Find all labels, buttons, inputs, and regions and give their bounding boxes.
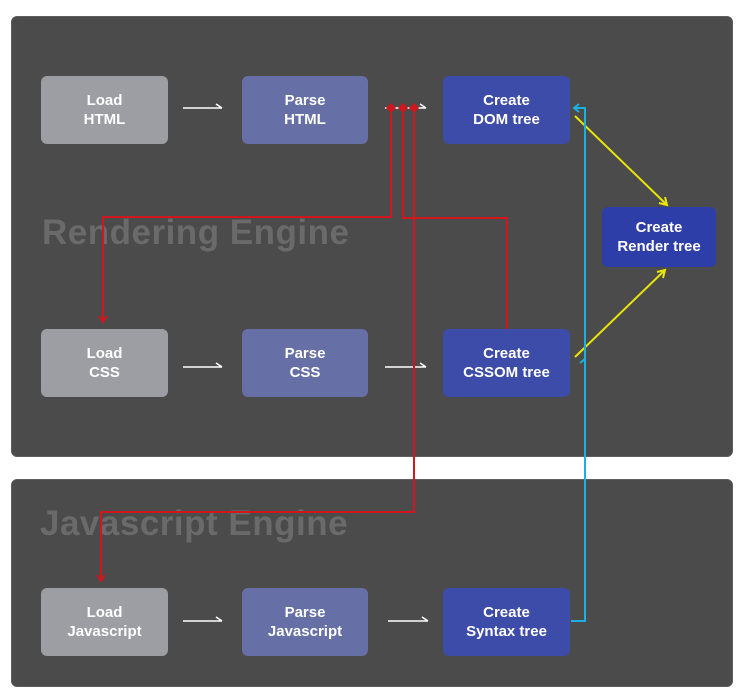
flow-arrow-parse-to-syntax [388,616,429,622]
cssom-to-render-arrow [574,268,667,358]
flow-arrow-load-to-parse-js [183,616,223,622]
create-dom-line1: Create [483,92,530,109]
parse-html-line1: Parse [284,92,326,109]
load-css-line2: CSS [89,364,120,381]
create-cssom-line2: CSSOM tree [463,364,550,381]
load-js-line2: Javascript [67,623,142,640]
parse-css-line1: Parse [284,345,326,362]
syntax-to-cssom-tick [579,358,586,364]
load-html-line1: Load [86,92,123,109]
parse-css-line2: CSS [289,364,321,381]
load-css-line1: Load [86,345,123,362]
syntax-to-dom-arrow [571,103,586,622]
flow-arrow-parse-to-cssom [385,362,427,368]
create-dom-line2: DOM tree [473,111,540,128]
load-html-line2: HTML [83,111,126,128]
flow-arrow-load-to-parse-html [183,103,223,109]
dom-to-render-arrow [574,115,669,207]
fetch-arrow-to-load-js [96,113,415,583]
create-render-line1: Create [635,219,683,236]
create-syntax-line2: Syntax tree [466,623,547,640]
flow-arrow-load-to-parse-css [183,362,223,368]
fetch-arrow-to-load-css [98,113,392,324]
create-cssom-line1: Create [483,345,530,362]
create-render-line2: Render tree [617,238,701,255]
parse-js-line1: Parse [284,604,326,621]
create-syntax-line1: Create [483,604,530,621]
load-js-line1: Load [86,604,123,621]
parse-html-line2: HTML [284,111,326,128]
fetch-arrowhead-3 [409,103,419,113]
fetch-arrow-from-cssom [402,113,508,329]
fetch-arrowhead-1 [386,103,396,113]
parse-js-line2: Javascript [267,623,343,640]
fetch-arrowhead-2 [398,103,408,113]
